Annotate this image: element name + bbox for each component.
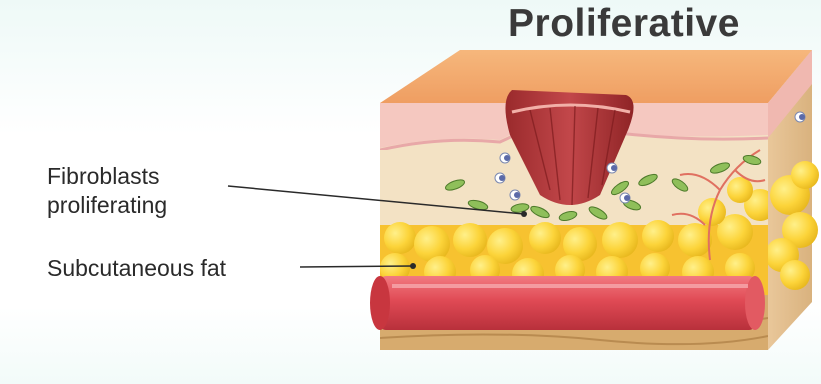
leader-line-fat <box>300 266 413 267</box>
blood-vessel <box>370 276 765 330</box>
